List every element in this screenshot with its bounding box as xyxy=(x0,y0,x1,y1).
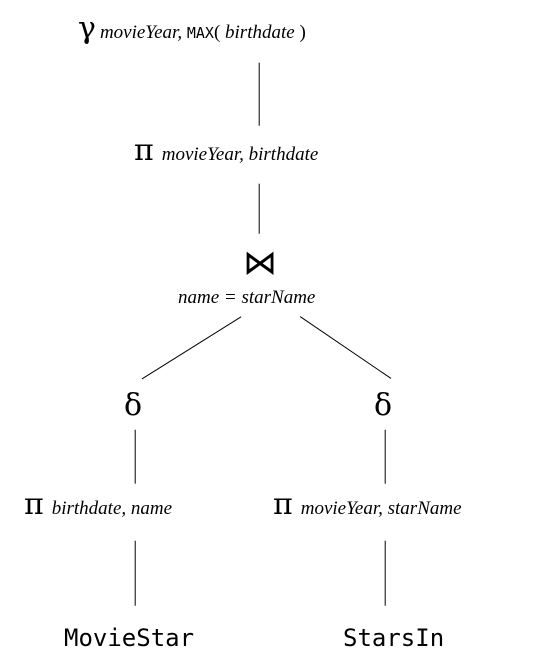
left-projection-node: π birthdate, name xyxy=(24,490,172,520)
pi-operator: π xyxy=(24,487,44,522)
pi-operator: π xyxy=(273,487,293,522)
edge-left-delta-to-pi xyxy=(134,429,136,484)
edge-left-pi-to-relation xyxy=(134,540,136,606)
join-condition: name = starName xyxy=(178,287,316,308)
aggregate-open-paren: ( xyxy=(213,22,221,43)
aggregate-function-name: MAX xyxy=(186,24,214,42)
top-projection-attributes: movieYear, birthdate xyxy=(161,144,319,165)
pi-operator: π xyxy=(134,133,154,168)
edge-right-pi-to-relation xyxy=(384,540,386,606)
aggregate-argument: birthdate xyxy=(225,22,295,43)
edge-pi-to-join xyxy=(258,183,260,234)
edge-right-delta-to-pi xyxy=(384,429,386,484)
grouping-attr-prefix: movieYear, xyxy=(99,22,183,43)
right-projection-attributes: movieYear, starName xyxy=(300,498,462,519)
top-projection-node: π movieYear, birthdate xyxy=(134,136,318,166)
left-delta-operator: δ xyxy=(124,388,143,423)
aggregate-close-paren: ) xyxy=(299,22,306,43)
relation-moviestar: MovieStar xyxy=(64,624,195,652)
grouping-attributes: movieYear, MAX( birthdate ) xyxy=(100,23,306,42)
relation-starsin: StarsIn xyxy=(343,624,445,652)
edge-join-to-left-delta xyxy=(141,316,242,380)
join-symbol: ⋈ xyxy=(243,243,277,283)
edge-gamma-to-pi xyxy=(258,62,260,126)
right-projection-node: π movieYear, starName xyxy=(273,490,462,520)
edge-join-to-right-delta xyxy=(299,316,392,380)
right-delta-operator: δ xyxy=(374,388,393,423)
gamma-operator: γ xyxy=(78,11,96,46)
left-projection-attributes: birthdate, name xyxy=(51,498,173,519)
